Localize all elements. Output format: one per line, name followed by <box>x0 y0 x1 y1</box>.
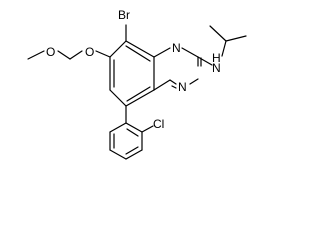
isopropylamino-group <box>197 25 247 66</box>
chlorophenyl-ring <box>109 105 154 160</box>
pyrimidine-ring <box>153 47 202 91</box>
quinazoline-benzene-ring <box>109 40 155 107</box>
ether-oxygen-label: O <box>85 45 94 59</box>
ring-nitrogen-1-label: N <box>172 41 181 55</box>
amine-hydrogen-label: H <box>212 51 221 65</box>
chemical-structure-diagram: Br O O N N N H Cl <box>27 8 247 160</box>
bromine-label: Br <box>118 8 130 22</box>
ring-nitrogen-3-label: N <box>178 80 187 94</box>
amine-nitrogen-label: N <box>212 61 221 75</box>
chlorine-label: Cl <box>153 117 164 131</box>
methoxymethoxy-group <box>27 50 111 60</box>
methoxy-oxygen-label: O <box>46 45 55 59</box>
